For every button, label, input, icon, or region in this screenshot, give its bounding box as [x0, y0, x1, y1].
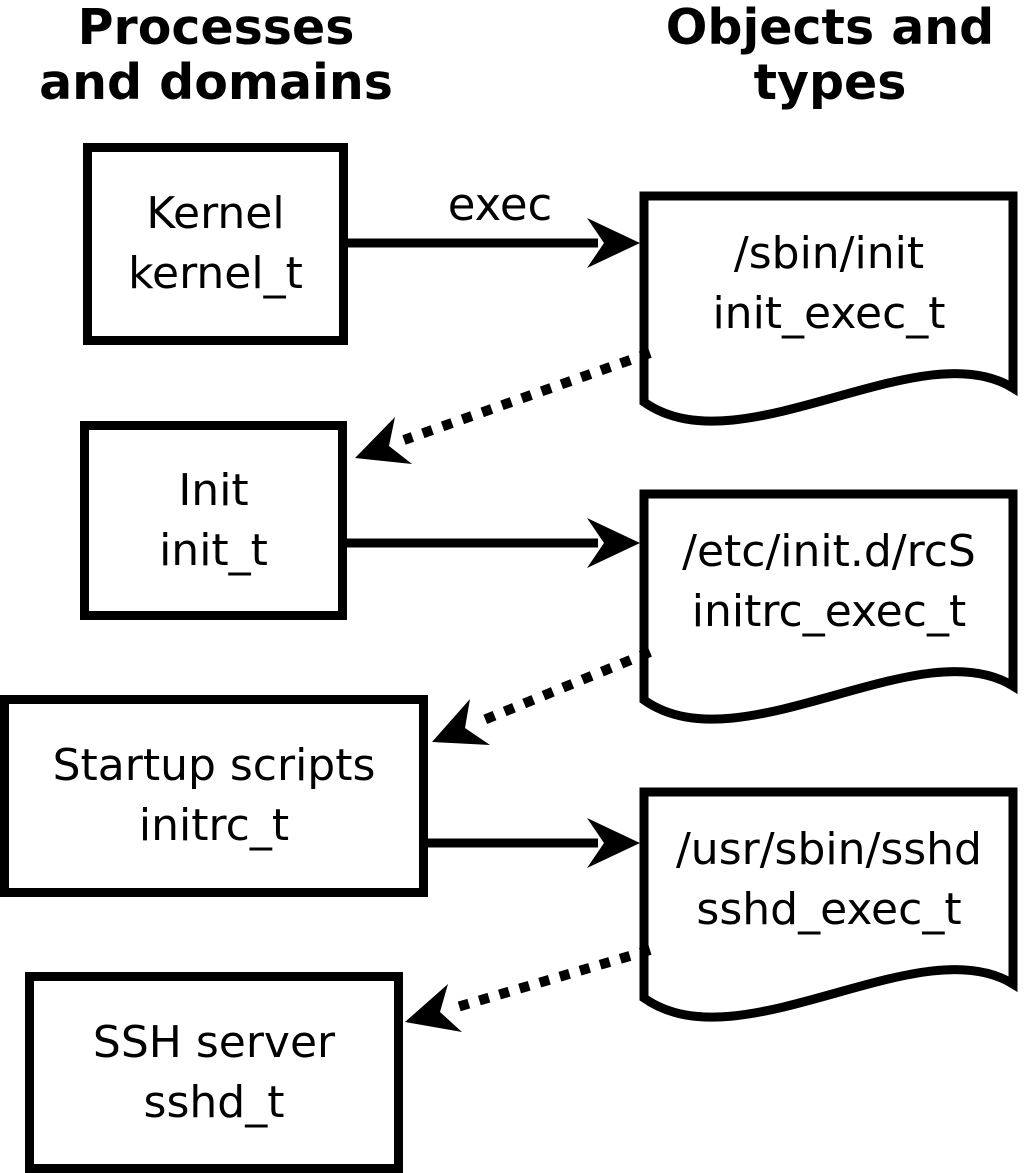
arrow-head-icon: [405, 984, 462, 1032]
arrow-head-icon: [587, 218, 640, 268]
arrow-line-dotted: [402, 348, 652, 445]
arrow-line-dotted: [477, 647, 652, 727]
process-domain: kernel_t: [128, 248, 303, 299]
arrow-head-icon: [432, 699, 490, 745]
document-shape-usr-sbin-sshd: [639, 787, 1018, 1022]
column-header-line: and domains: [39, 54, 393, 111]
arrow-line-dotted: [452, 945, 652, 1013]
arrow-head-icon: [587, 518, 640, 568]
process-node-ssh-server: SSH server sshd_t: [25, 972, 403, 1173]
column-header-processes: Processes and domains: [0, 0, 432, 110]
process-domain: init_t: [159, 524, 268, 576]
column-header-objects: Objects and types: [640, 0, 1020, 110]
column-header-line: types: [753, 54, 907, 111]
exec-arrow-init-to-rcs: [347, 518, 640, 568]
column-header-line: Objects and: [665, 0, 995, 56]
exec-arrow-kernel-to-sbin-init: [348, 218, 640, 268]
arrow-head-icon: [355, 417, 412, 464]
process-name: Startup scripts: [52, 740, 376, 791]
exec-edge-label: exec: [447, 178, 553, 231]
process-node-startup-scripts: Startup scripts initrc_t: [0, 695, 428, 897]
process-name: Kernel: [146, 188, 285, 239]
process-domain: sshd_t: [143, 1076, 285, 1128]
document-shape-etc-initd-rcs: [639, 489, 1018, 724]
arrow-head-icon: [587, 818, 640, 868]
process-node-kernel: Kernel kernel_t: [83, 143, 348, 345]
process-name: Init: [178, 464, 249, 516]
process-name: SSH server: [92, 1016, 336, 1068]
transition-arrow-sshd-exec-to-sshd: [405, 945, 652, 1032]
transition-arrow-initrc-exec-to-initrc: [432, 647, 652, 745]
process-node-init: Init init_t: [80, 421, 347, 620]
exec-arrow-initrc-to-sshd: [428, 818, 640, 868]
document-shape-sbin-init: [639, 191, 1018, 426]
column-header-line: Processes: [77, 0, 355, 56]
process-domain: initrc_t: [138, 800, 290, 851]
transition-arrow-init-exec-to-init: [355, 348, 652, 464]
